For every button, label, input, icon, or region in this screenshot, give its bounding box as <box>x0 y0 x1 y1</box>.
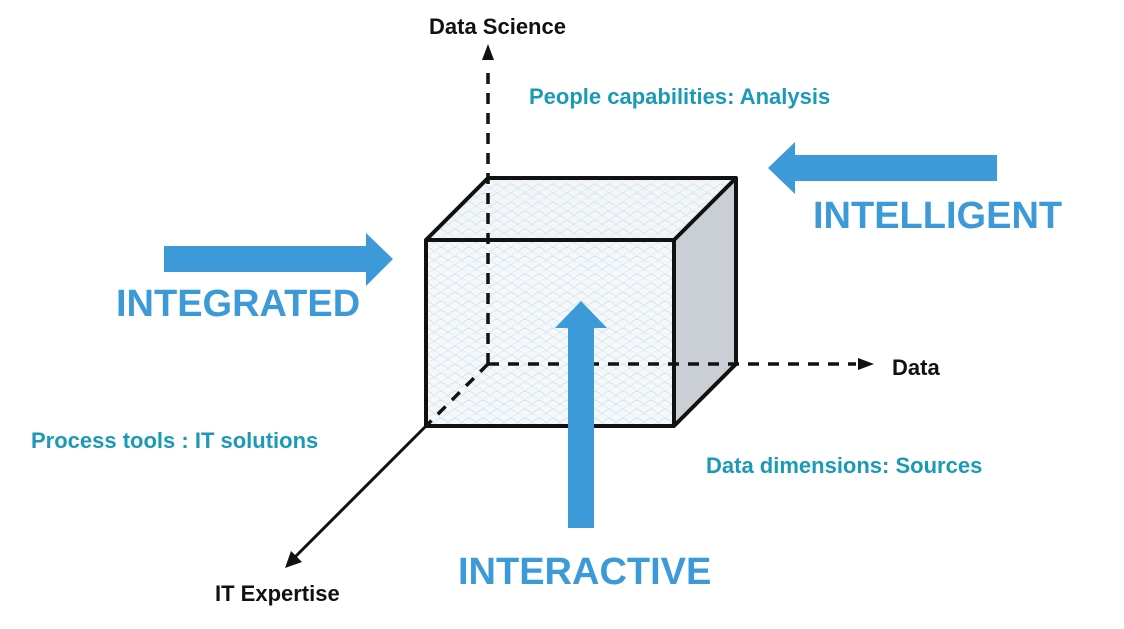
cube-edges <box>424 176 738 428</box>
it-expertise-axis-arrowhead <box>285 551 302 568</box>
cube-top-texture <box>426 178 736 240</box>
integrated-arrow <box>164 233 393 286</box>
dimension-label-process: Process tools : IT solutions <box>31 428 319 453</box>
quality-label-interactive: INTERACTIVE <box>458 551 712 593</box>
dimension-label-data-dimensions: Data dimensions: Sources <box>706 453 983 478</box>
data-science-axis-arrowhead <box>482 44 494 60</box>
quality-label-integrated: INTEGRATED <box>116 283 361 325</box>
axis-label-data: Data <box>892 355 940 380</box>
intelligent-arrow <box>768 142 997 194</box>
dimension-label-people: People capabilities: Analysis <box>529 84 831 109</box>
interactive-arrow <box>555 301 607 528</box>
quality-label-intelligent: INTELLIGENT <box>813 195 1063 237</box>
cube-front-texture <box>426 240 674 426</box>
cube-hidden-edge <box>424 362 490 428</box>
axis-label-data-science: Data Science <box>429 14 566 39</box>
it-expertise-axis <box>293 424 428 559</box>
cube-edge-right-top <box>672 176 738 242</box>
data-axis-arrowhead <box>858 358 874 370</box>
axis-label-it-expertise: IT Expertise <box>215 581 340 606</box>
